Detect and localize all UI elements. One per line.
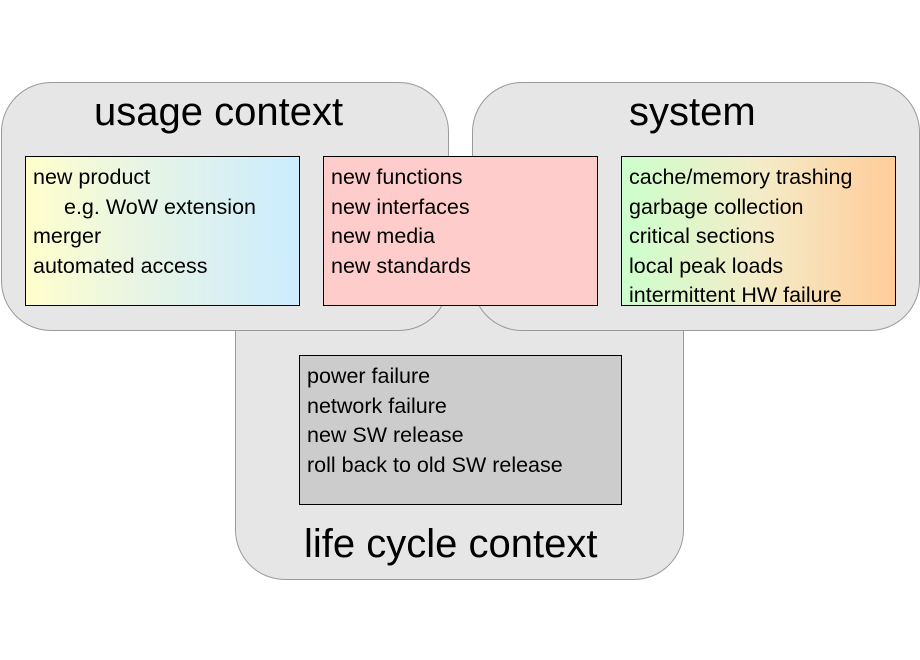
life-cycle-box: power failure network failure new SW rel… [299,355,622,505]
system-item: critical sections [629,224,775,248]
life-cycle-item: new SW release [307,423,464,447]
life-cycle-item: network failure [307,393,447,418]
shared-item: new interfaces [331,194,470,219]
usage-item: automated access [33,253,208,278]
system-box: cache/memory trashing garbage collection… [621,156,896,307]
shared-item: new media [331,224,435,248]
usage-item: merger [33,224,102,248]
life-cycle-context-title: life cycle context [304,522,598,566]
usage-context-box: new product e.g. WoW extension merger au… [25,156,300,306]
shared-item: new functions [331,165,463,189]
system-item: intermittent HW failure [629,283,842,307]
shared-change-box: new functions new interfaces new media n… [323,156,598,306]
system-item: local peak loads [629,253,784,278]
life-cycle-item: roll back to old SW release [307,452,563,477]
system-item: cache/memory trashing [629,165,853,189]
life-cycle-item: power failure [307,364,431,388]
system-title: system [629,90,756,134]
usage-item: new product [33,165,151,189]
shared-item: new standards [331,253,471,278]
system-item: garbage collection [629,194,804,219]
usage-context-title: usage context [94,90,344,134]
usage-item: e.g. WoW extension [64,194,256,219]
